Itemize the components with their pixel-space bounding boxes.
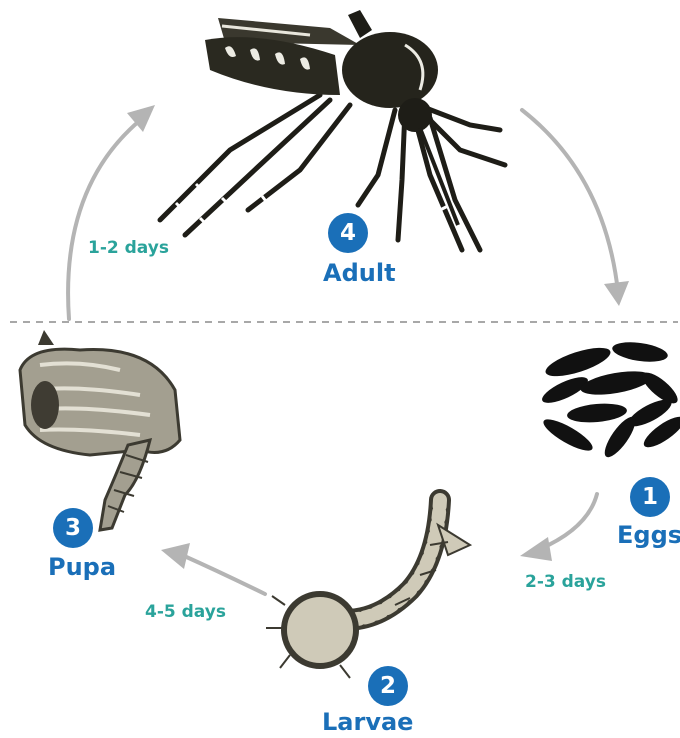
- step-badge-pupa: 3: [53, 508, 93, 548]
- pupa-icon: [20, 330, 180, 530]
- stage-label-adult: Adult: [323, 259, 396, 287]
- step-badge-eggs: 1: [630, 477, 670, 517]
- stage-label-pupa: Pupa: [48, 553, 116, 581]
- duration-pupa-to-adult: 1-2 days: [88, 238, 169, 258]
- duration-eggs-to-larvae: 2-3 days: [525, 572, 606, 592]
- duration-larvae-to-pupa: 4-5 days: [145, 602, 226, 622]
- stage-label-larvae: Larvae: [322, 708, 413, 736]
- arrow-adult-to-eggs: [522, 110, 618, 292]
- mosquito-adult-icon: [160, 10, 505, 250]
- step-badge-adult: 4: [328, 213, 368, 253]
- stage-label-eggs: Eggs: [617, 521, 680, 549]
- arrow-pupa-to-adult: [68, 122, 138, 319]
- eggs-icon: [539, 339, 680, 461]
- arrow-larvae-to-pupa: [182, 555, 265, 594]
- larva-icon: [266, 500, 470, 678]
- step-badge-larvae: 2: [368, 666, 408, 706]
